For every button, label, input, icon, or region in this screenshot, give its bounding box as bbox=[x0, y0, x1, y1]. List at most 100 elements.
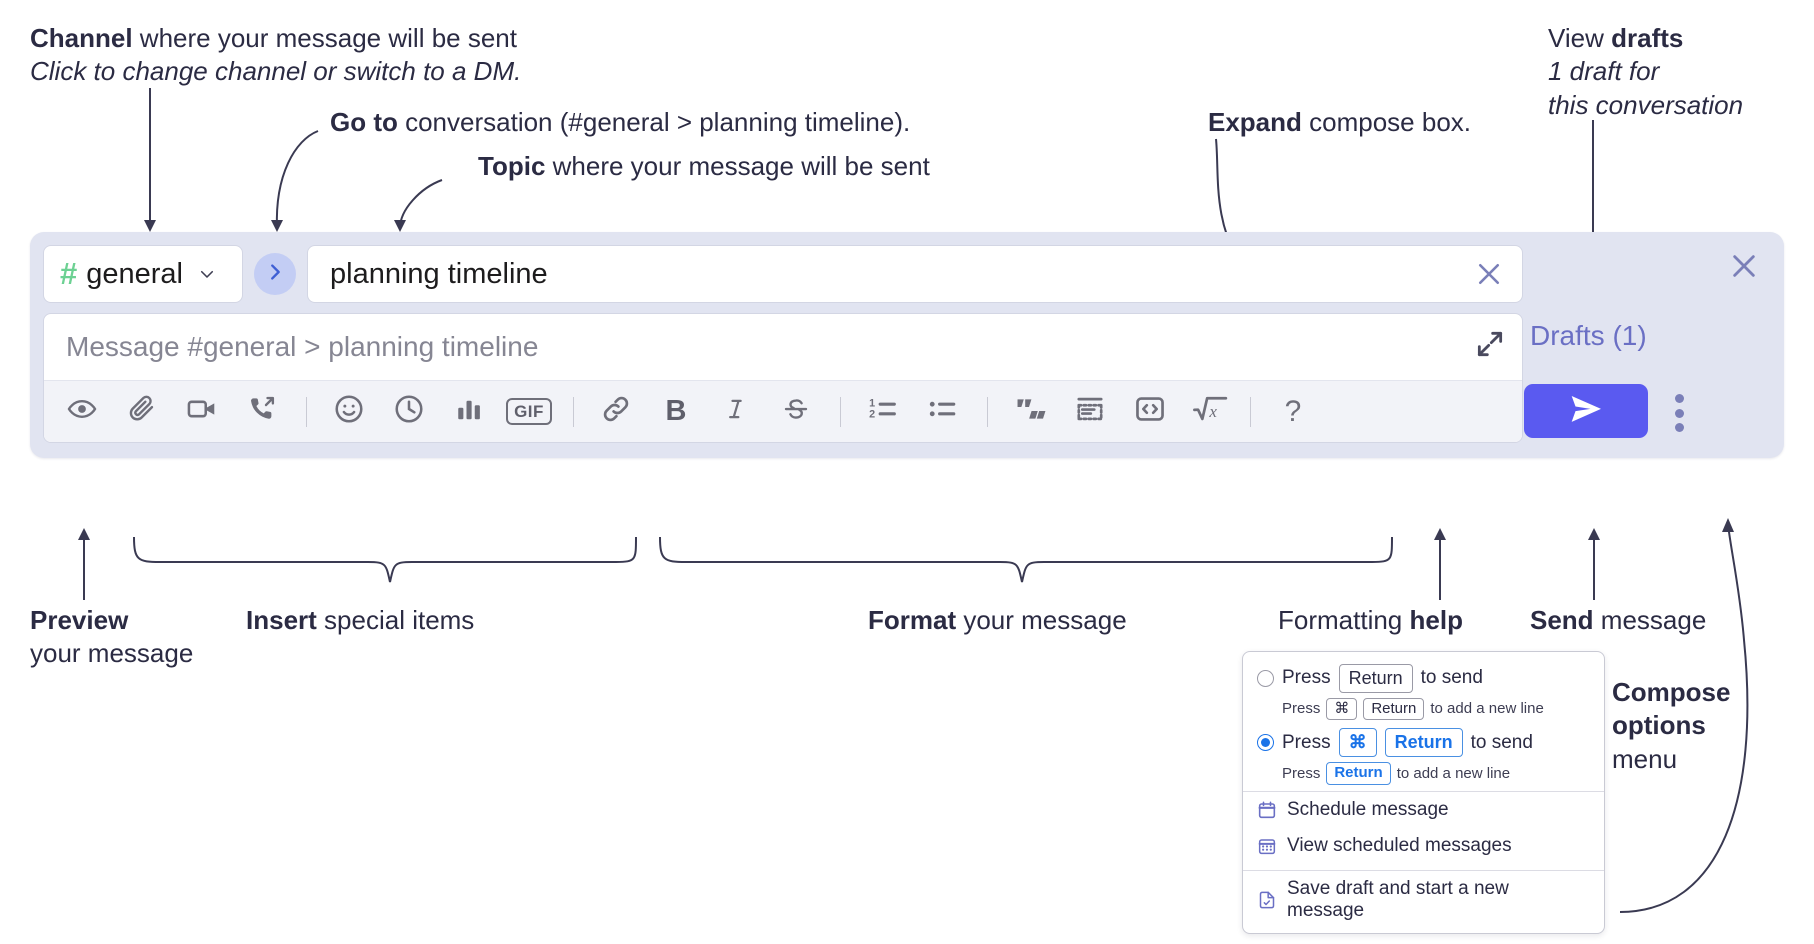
send-option-return-main[interactable]: Press Return to send bbox=[1257, 664, 1590, 693]
annotation-compose-bold-2: options bbox=[1612, 710, 1706, 741]
emoji-button[interactable] bbox=[327, 390, 371, 434]
menu-item-label: View scheduled messages bbox=[1287, 834, 1512, 856]
annotation-send-rest: message bbox=[1593, 605, 1707, 635]
huddle-button[interactable] bbox=[240, 390, 284, 434]
message-input-box[interactable]: Message #general > planning timeline bbox=[43, 313, 1523, 443]
video-camera-icon bbox=[186, 393, 218, 430]
question-mark-icon: ? bbox=[1284, 394, 1302, 428]
toolbar-separator bbox=[840, 396, 841, 427]
send-option-return[interactable]: Press Return to send Press ⌘ Return to a… bbox=[1243, 662, 1604, 721]
channel-name-label: general bbox=[86, 257, 183, 290]
key-return: Return bbox=[1326, 761, 1391, 785]
radio-button-selected[interactable] bbox=[1257, 734, 1274, 751]
key-return: Return bbox=[1338, 664, 1413, 693]
svg-text:2: 2 bbox=[869, 409, 875, 421]
preview-button[interactable] bbox=[60, 390, 104, 434]
link-icon bbox=[600, 393, 632, 430]
annotation-goto-rest: conversation (#general > planning timeli… bbox=[397, 107, 911, 137]
annotation-preview-bold: Preview bbox=[30, 605, 129, 635]
hash-icon: # bbox=[60, 255, 78, 291]
svg-text:x: x bbox=[1208, 402, 1217, 421]
expand-icon[interactable] bbox=[1474, 328, 1506, 360]
poll-button[interactable] bbox=[447, 390, 491, 434]
strikethrough-icon bbox=[781, 394, 811, 429]
annotation-drafts-bold: drafts bbox=[1611, 23, 1684, 53]
formatting-help-button[interactable]: ? bbox=[1271, 390, 1315, 434]
channel-selector[interactable]: # general bbox=[43, 245, 243, 303]
italic-icon bbox=[722, 395, 750, 428]
opt1-to-send-label: to send bbox=[1420, 667, 1483, 689]
math-button[interactable]: x bbox=[1188, 390, 1232, 434]
menu-divider bbox=[1243, 869, 1604, 871]
save-draft-icon bbox=[1257, 890, 1277, 910]
code-block-icon bbox=[1074, 393, 1106, 430]
menu-item-schedule-message[interactable]: Schedule message bbox=[1243, 792, 1604, 828]
topic-input[interactable]: planning timeline bbox=[307, 245, 1523, 303]
compose-right-cluster: Drafts (1) bbox=[1524, 232, 1784, 458]
gif-icon: GIF bbox=[506, 398, 552, 425]
annotation-channel-rest: where your message will be sent bbox=[132, 23, 517, 53]
radio-button-unselected[interactable] bbox=[1257, 669, 1274, 687]
opt2-press-label: Press bbox=[1282, 731, 1331, 753]
topic-value: planning timeline bbox=[330, 257, 548, 290]
drafts-link[interactable]: Drafts (1) bbox=[1530, 320, 1647, 351]
menu-item-view-scheduled[interactable]: View scheduled messages bbox=[1243, 828, 1604, 864]
attach-file-button[interactable] bbox=[120, 390, 164, 434]
key-return: Return bbox=[1363, 697, 1425, 721]
menu-divider bbox=[1243, 790, 1604, 792]
inline-code-icon bbox=[1134, 393, 1166, 430]
clock-icon bbox=[393, 393, 425, 430]
send-option-cmd-return-main[interactable]: Press ⌘ Return to send bbox=[1257, 728, 1590, 757]
annotation-drafts-italic-2: this conversation bbox=[1548, 89, 1744, 120]
blockquote-button[interactable] bbox=[1008, 390, 1052, 434]
send-button[interactable] bbox=[1524, 384, 1648, 438]
annotation-drafts-lead: View bbox=[1548, 23, 1612, 53]
compose-options-menu: Press Return to send Press ⌘ Return to a… bbox=[1242, 651, 1605, 934]
italic-button[interactable] bbox=[714, 390, 758, 434]
annotation-send: Send message bbox=[1530, 604, 1706, 637]
annotation-preview: Preview your message bbox=[30, 604, 193, 671]
video-clip-button[interactable] bbox=[180, 390, 224, 434]
annotation-channel: Channel where your message will be sent … bbox=[30, 22, 521, 89]
annotation-format-bold: Format bbox=[868, 605, 957, 635]
opt2-sub-press-label: Press bbox=[1282, 764, 1321, 782]
compose-options-button[interactable] bbox=[1672, 394, 1686, 432]
ordered-list-icon: 1 2 bbox=[866, 392, 900, 431]
compose-main-column: # general planning timeline bbox=[43, 244, 1523, 443]
annotation-goto: Go to conversation (#general > planning … bbox=[330, 106, 910, 139]
annotation-preview-rest: your message bbox=[30, 638, 194, 669]
bold-button[interactable]: B bbox=[654, 390, 698, 434]
goto-conversation-button[interactable] bbox=[254, 253, 296, 295]
schedule-icon-button[interactable] bbox=[387, 390, 431, 434]
strikethrough-button[interactable] bbox=[774, 390, 818, 434]
menu-item-save-draft[interactable]: Save draft and start a new message bbox=[1243, 871, 1604, 929]
smiley-icon bbox=[333, 393, 365, 430]
ordered-list-button[interactable]: 1 2 bbox=[861, 390, 905, 434]
opt1-press-label: Press bbox=[1282, 667, 1331, 689]
chevron-right-icon bbox=[264, 261, 286, 288]
annotation-help-lead: Formatting bbox=[1278, 605, 1410, 635]
link-button[interactable] bbox=[594, 390, 638, 434]
annotation-topic: Topic where your message will be sent bbox=[478, 150, 930, 183]
code-block-button[interactable] bbox=[1068, 390, 1112, 434]
menu-item-label: Save draft and start a new message bbox=[1287, 877, 1509, 921]
gif-button[interactable]: GIF bbox=[506, 390, 552, 434]
kebab-dot bbox=[1674, 394, 1684, 403]
toolbar-separator bbox=[306, 396, 307, 427]
close-icon[interactable] bbox=[1474, 259, 1504, 289]
square-root-icon: x bbox=[1191, 392, 1229, 431]
bold-icon: B bbox=[665, 395, 687, 427]
svg-text:1: 1 bbox=[869, 397, 875, 409]
key-command: ⌘ bbox=[1326, 697, 1358, 721]
annotation-compose-options: Compose options menu bbox=[1612, 676, 1730, 776]
close-icon[interactable] bbox=[1728, 250, 1760, 282]
chevron-down-icon bbox=[198, 265, 216, 283]
send-option-cmd-return[interactable]: Press ⌘ Return to send Press Return to a… bbox=[1243, 726, 1604, 785]
annotation-topic-bold: Topic bbox=[478, 151, 546, 181]
annotation-compose-bold-1: Compose bbox=[1612, 677, 1731, 707]
bulleted-list-button[interactable] bbox=[921, 390, 965, 434]
inline-code-button[interactable] bbox=[1128, 390, 1172, 434]
formatting-toolbar: GIF B bbox=[44, 380, 1522, 442]
kebab-dot bbox=[1674, 423, 1684, 432]
